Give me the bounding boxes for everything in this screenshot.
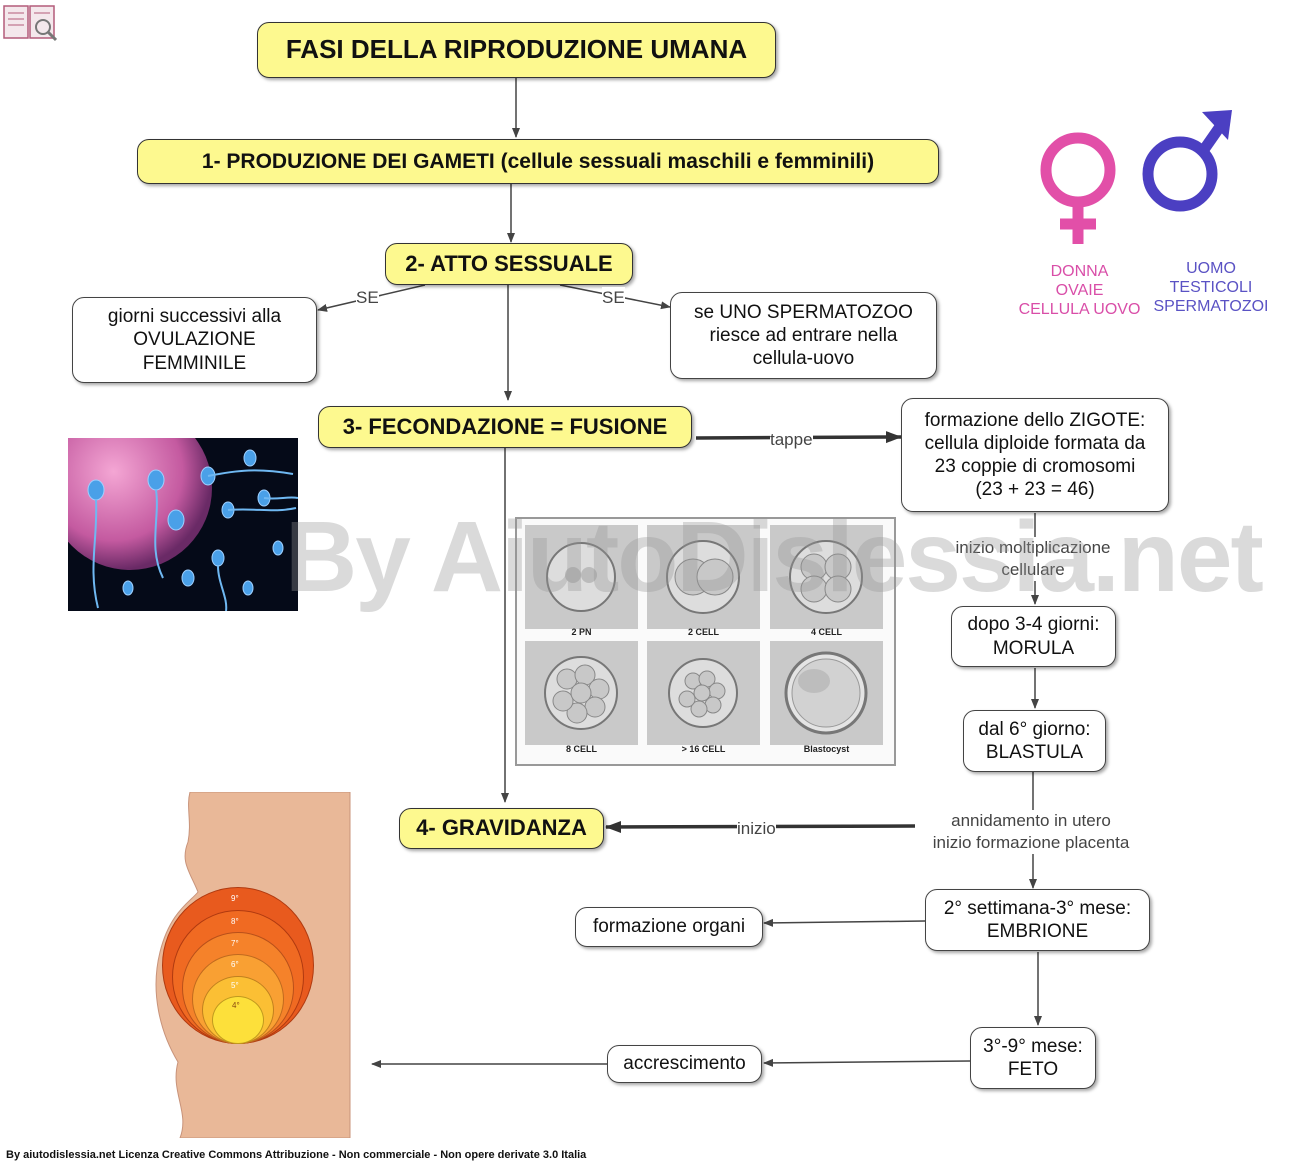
edge-embrione-organi [763, 918, 926, 927]
stage-label-3: 4 CELL [810, 627, 842, 637]
embrione-node: 2° settimana-3° mese: EMBRIONE [925, 889, 1150, 951]
edge-label-annidamento: annidamento in utero inizio formazione p… [916, 810, 1146, 855]
male-symbol-icon [1140, 106, 1236, 216]
stage-label-2: 2 CELL [687, 627, 719, 637]
month-label-5: 5° [231, 981, 239, 990]
fecondazione-node: 3- FECONDAZIONE = FUSIONE [318, 406, 692, 448]
stage-8cell-image [525, 641, 638, 745]
edge-label-inizio: inizio [737, 818, 776, 841]
spermatozoo-line-3: cellula-uovo [752, 348, 855, 370]
feto-line-2: FETO [1007, 1059, 1059, 1080]
watermark: By AiutoDislessia.net [285, 501, 1264, 613]
stage-2cell-image [647, 525, 760, 629]
gameti-node: 1- PRODUZIONE DEI GAMETI (cellule sessua… [137, 139, 939, 184]
stage-blastocyst-image [770, 641, 883, 745]
zigote-line-1: formazione dello ZIGOTE: [924, 409, 1146, 431]
morula-line-2: MORULA [992, 637, 1075, 659]
spermatozoo-node: se UNO SPERMATOZOO riesce ad entrare nel… [670, 292, 937, 379]
edge-label-se-left: SE [356, 287, 379, 310]
zigote-line-3: 23 coppie di cromosomi [934, 456, 1136, 477]
stage-2pn-image [525, 525, 638, 629]
blastula-line-2: BLASTULA [985, 742, 1084, 763]
license-footer: By aiutodislessia.net Licenza Creative C… [6, 1149, 587, 1161]
morula-node: dopo 3-4 giorni: MORULA [951, 606, 1116, 667]
male-line-1: UOMO [1186, 260, 1236, 277]
month-label-7: 7° [231, 939, 239, 948]
fecondazione-label: 3- FECONDAZIONE = FUSIONE [342, 413, 668, 439]
stage-4cell-image [770, 525, 883, 629]
organi-node: formazione organi [575, 907, 763, 947]
zigote-node: formazione dello ZIGOTE: cellula diploid… [901, 398, 1169, 512]
edge-label-moltiplicazione: inizio moltiplicazione cellulare [943, 537, 1123, 582]
zigote-line-4: (23 + 23 = 46) [975, 479, 1095, 501]
spermatozoo-line-1: se UNO SPERMATOZOO [694, 301, 913, 323]
organi-label: formazione organi [592, 916, 746, 938]
male-line-3: SPERMATOZOI [1153, 298, 1269, 316]
month-label-8: 8° [231, 917, 239, 926]
blastula-line-1: dal 6° giorno: [978, 718, 1091, 740]
feto-node: 3°-9° mese: FETO [970, 1027, 1096, 1089]
moltiplicazione-line-2: cellulare [1001, 560, 1065, 580]
female-line-2: OVAIE [1055, 282, 1104, 300]
pregnancy-illustration: 9° 8° 7° 6° 5° 4° [150, 791, 355, 1139]
annidamento-line-1: annidamento in utero [951, 811, 1111, 830]
blastula-node: dal 6° giorno: BLASTULA [963, 710, 1106, 772]
female-symbol-icon [1036, 128, 1120, 248]
stage-label-1: 2 PN [571, 627, 592, 637]
edge-feto-accrescimento [763, 1058, 971, 1067]
accrescimento-node: accrescimento [607, 1045, 762, 1083]
zigote-line-2: cellula diploide formata da [924, 432, 1146, 454]
book-logo-icon [3, 3, 58, 43]
male-line-2: TESTICOLI [1169, 279, 1253, 297]
morula-line-1: dopo 3-4 giorni: [967, 614, 1100, 636]
embrione-line-1: 2° settimana-3° mese: [943, 897, 1132, 919]
female-caption: DONNA OVAIE CELLULA UOVO [1012, 262, 1147, 320]
stage-label-4: 8 CELL [565, 744, 597, 754]
gameti-label: 1- PRODUZIONE DEI GAMETI (cellule sessua… [201, 149, 875, 173]
edge-label-tappe: tappe [770, 429, 813, 452]
atto-node: 2- ATTO SESSUALE [385, 243, 633, 285]
annidamento-line-2: inizio formazione placenta [932, 833, 1130, 853]
female-line-1: DONNA [1050, 263, 1109, 280]
atto-label: 2- ATTO SESSUALE [405, 250, 613, 276]
ovulazione-node: giorni successivi alla OVULAZIONE FEMMIN… [72, 297, 317, 383]
ovulazione-line-3: FEMMINILE [142, 352, 247, 374]
moltiplicazione-line-1: inizio moltiplicazione [955, 538, 1111, 557]
stage-16cell-image [647, 641, 760, 745]
month-label-9: 9° [231, 894, 239, 903]
feto-line-1: 3°-9° mese: [983, 1035, 1083, 1057]
female-line-3: CELLULA UOVO [1018, 301, 1141, 319]
month-label-4: 4° [232, 1001, 240, 1010]
gravidanza-node: 4- GRAVIDANZA [399, 808, 604, 849]
stage-label-6: Blastocyst [803, 744, 850, 754]
fertilization-image [68, 438, 298, 611]
edge-label-se-right: SE [602, 287, 625, 310]
accrescimento-label: accrescimento [623, 1053, 746, 1075]
embrione-line-2: EMBRIONE [986, 921, 1089, 942]
embryo-development-panel: 2 PN 2 CELL 4 CELL 8 CELL > 16 CELL Blas… [515, 517, 896, 766]
ovulazione-line-2: OVULAZIONE [133, 329, 256, 351]
male-caption: UOMO TESTICOLI SPERMATOZOI [1150, 259, 1272, 317]
spermatozoo-line-2: riesce ad entrare nella [709, 324, 898, 346]
page-title: FASI DELLA RIPRODUZIONE UMANA [285, 34, 748, 65]
ovulazione-line-1: giorni successivi alla [107, 306, 282, 328]
gravidanza-label: 4- GRAVIDANZA [416, 815, 587, 841]
month-label-6: 6° [231, 960, 239, 969]
title-node: FASI DELLA RIPRODUZIONE UMANA [257, 22, 776, 78]
stage-label-5: > 16 CELL [681, 744, 726, 754]
